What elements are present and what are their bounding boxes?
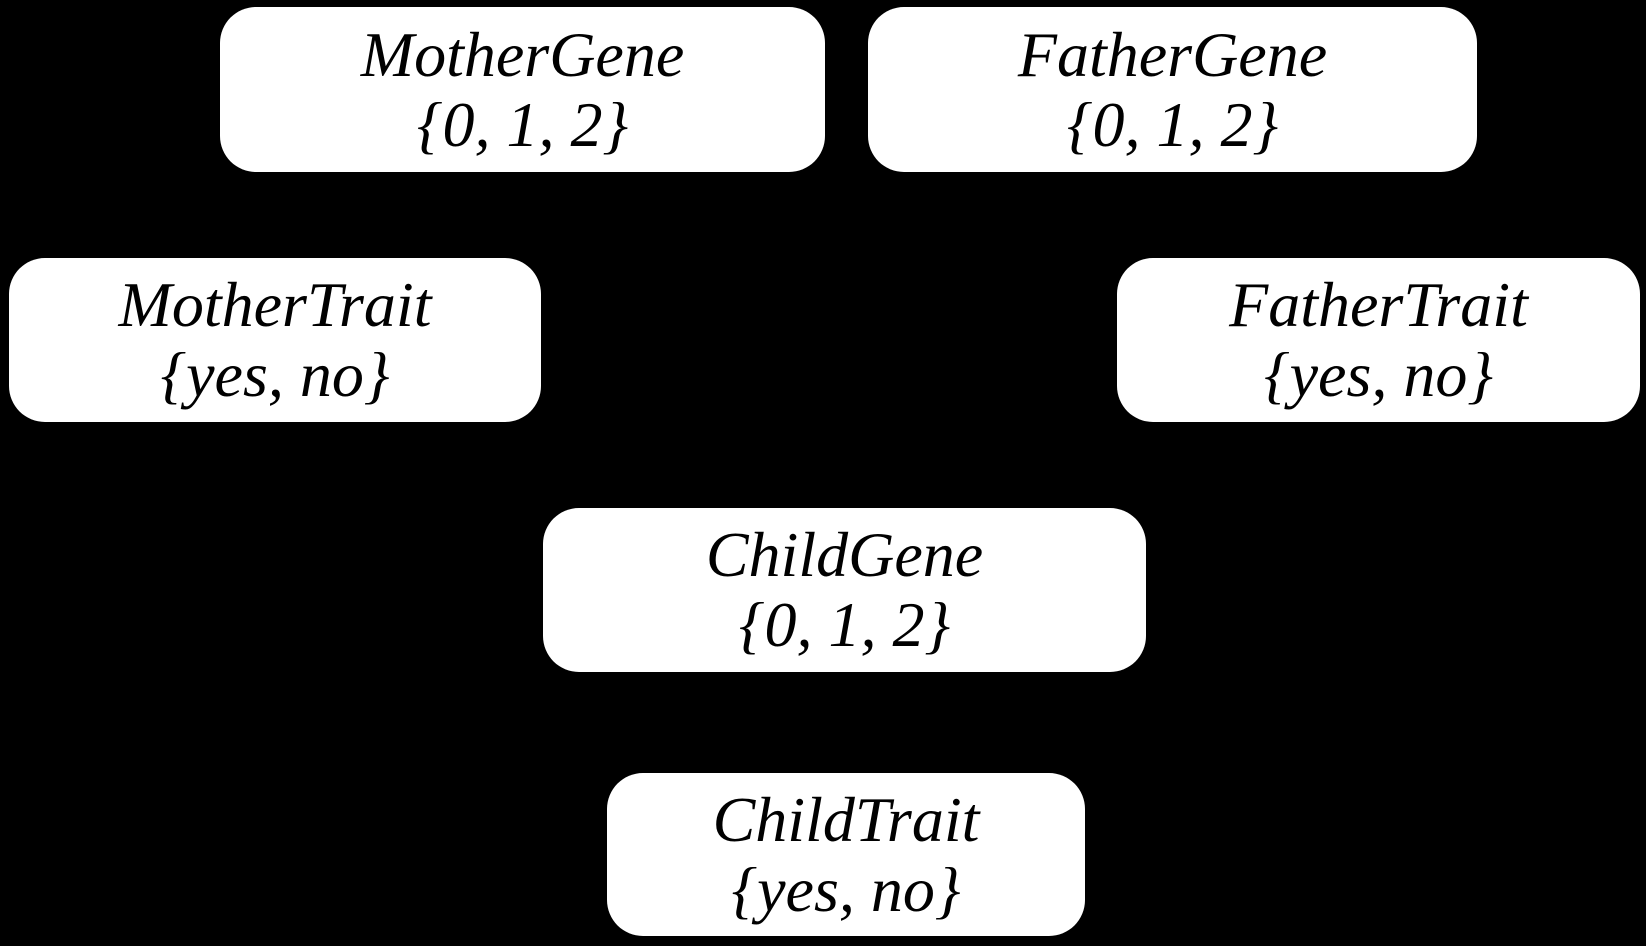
node-label: FatherTrait <box>1229 269 1528 340</box>
node-label: FatherGene <box>1017 18 1328 90</box>
node-label: ChildGene <box>705 519 984 590</box>
node-domain-values: {0, 1, 2} <box>738 589 951 660</box>
node-mother-trait: MotherTrait{yes, no} <box>9 258 541 422</box>
node-label: MotherTrait <box>118 269 432 340</box>
node-label: ChildTrait <box>712 783 980 855</box>
node-domain-values: {yes, no} <box>731 853 961 925</box>
node-child-gene: ChildGene{0, 1, 2} <box>543 508 1146 672</box>
node-child-trait: ChildTrait{yes, no} <box>607 773 1085 936</box>
node-father-trait: FatherTrait{yes, no} <box>1117 258 1640 422</box>
node-label: MotherGene <box>360 18 685 90</box>
node-mother-gene: MotherGene{0, 1, 2} <box>220 7 825 172</box>
node-domain-values: {yes, no} <box>1264 339 1493 410</box>
node-domain-values: {yes, no} <box>160 339 390 410</box>
node-father-gene: FatherGene{0, 1, 2} <box>868 7 1477 172</box>
node-domain-values: {0, 1, 2} <box>416 88 629 160</box>
node-domain-values: {0, 1, 2} <box>1066 88 1279 160</box>
